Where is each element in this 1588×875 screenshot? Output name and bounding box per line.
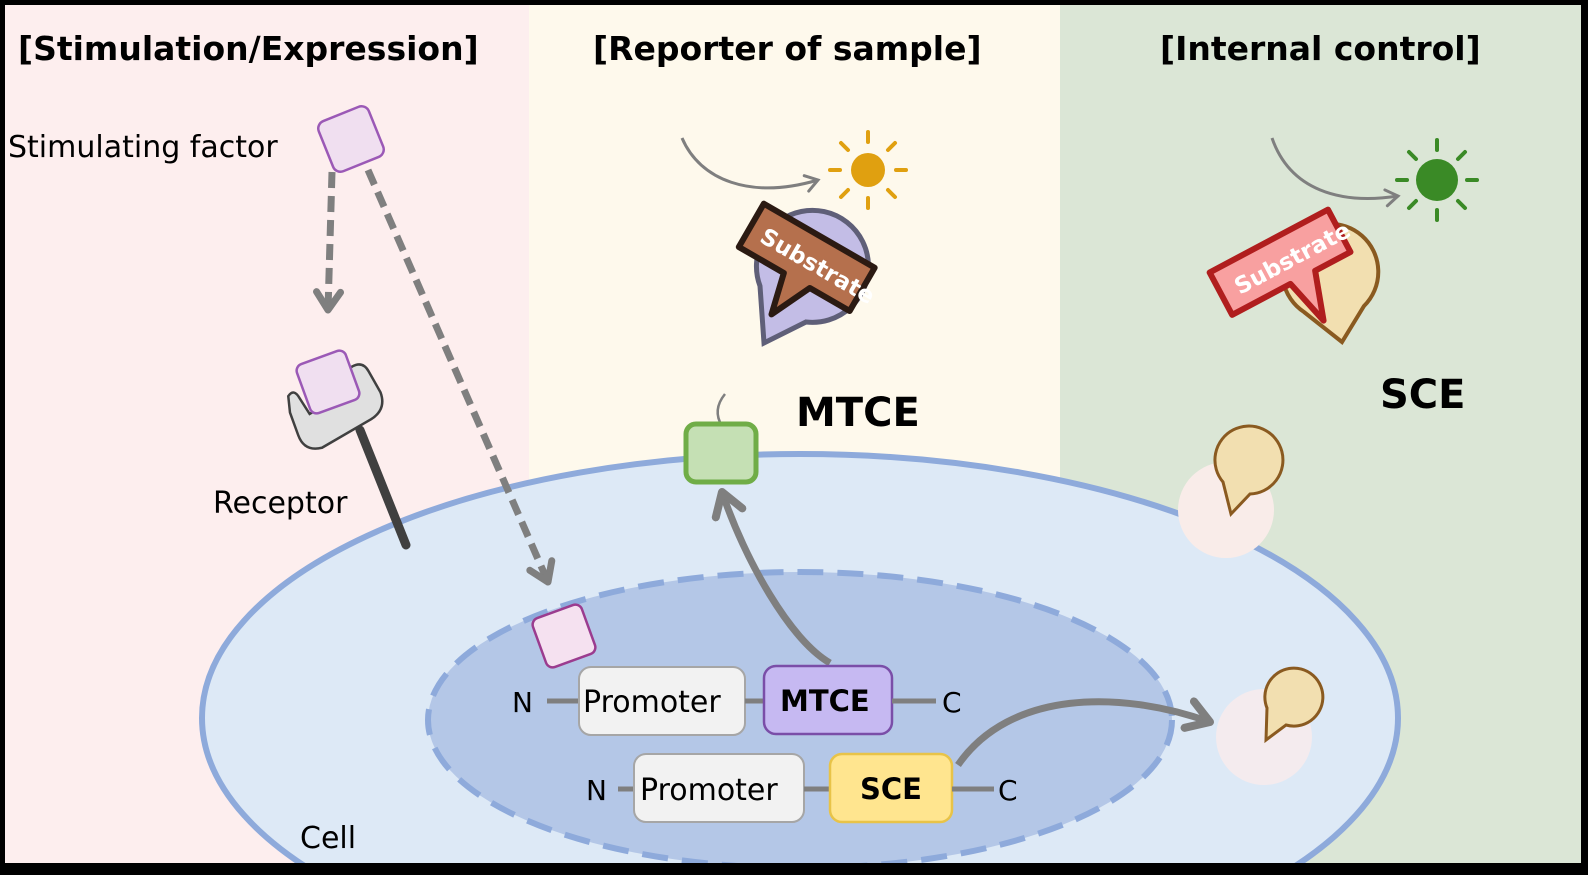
stimulating-factor-icon (317, 105, 385, 173)
gene-construct-sce: N Promoter SCE C (586, 752, 1018, 824)
receptor-stalk (355, 425, 411, 550)
expression-arrow-mtce (711, 487, 832, 667)
bound-factor-icon (295, 349, 361, 415)
cell-label: Cell (300, 821, 356, 856)
receptor-label: Receptor (213, 486, 348, 521)
gene-construct-mtce: N Promoter MTCE C (512, 664, 962, 736)
panel-title-stimulation: [Stimulation/Expression] (18, 29, 479, 68)
sce-molecule-membrane-icon (1213, 424, 1285, 518)
dashed-arrow-to-nucleus (364, 168, 556, 586)
membrane-anchor-icon (683, 421, 759, 485)
frame-right (1581, 0, 1588, 870)
mtce-substrate: Substrate (735, 200, 879, 318)
sce-molecule-cytoplasm-icon (1263, 666, 1325, 744)
light-emission-arrow-mtce (680, 137, 821, 193)
sce-label: SCE (1380, 372, 1466, 418)
gene2-enzyme-label: SCE (860, 772, 922, 806)
gene1-n-terminus: N (512, 686, 533, 719)
gene2-promoter-label: Promoter (640, 773, 778, 808)
nuclear-factor-icon (531, 603, 597, 669)
light-emission-arrow-sce (1270, 137, 1401, 208)
panel-title-reporter: [Reporter of sample] (593, 29, 982, 68)
gene1-c-terminus: C (942, 686, 962, 719)
gene1-enzyme-label: MTCE (780, 684, 870, 718)
gene2-c-terminus: C (998, 774, 1018, 807)
mtce-label: MTCE (796, 390, 920, 436)
stimulating-factor-label: Stimulating factor (8, 130, 278, 165)
expression-arrow-sce (955, 697, 1214, 767)
frame-bottom (0, 863, 1588, 870)
gene2-n-terminus: N (586, 774, 607, 807)
panel-title-internal-control: [Internal control] (1160, 29, 1481, 68)
light-icon-mtce (828, 130, 908, 210)
light-icon-sce (1395, 138, 1479, 222)
gene1-promoter-label: Promoter (583, 685, 721, 720)
